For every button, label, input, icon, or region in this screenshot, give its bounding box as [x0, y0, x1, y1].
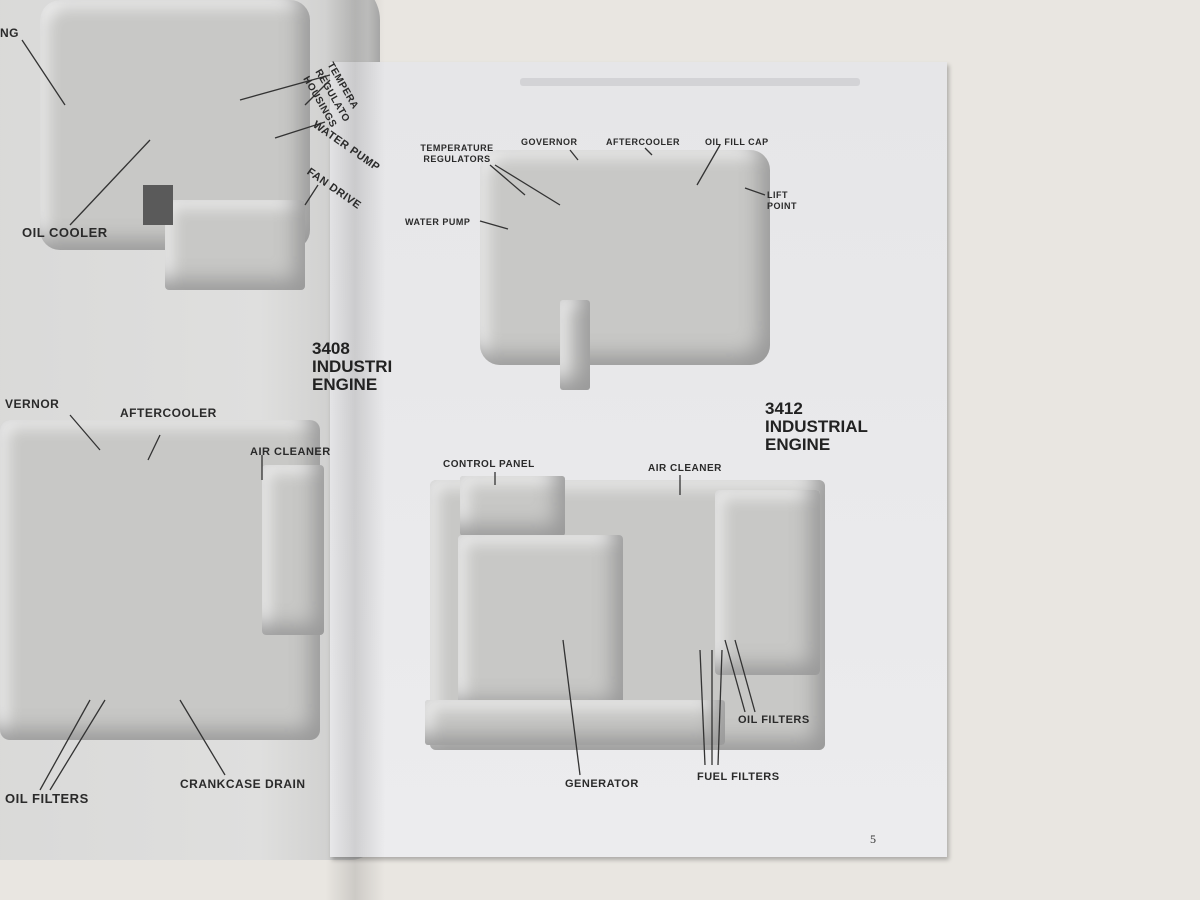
right-engine-bracket — [560, 300, 590, 390]
right-engine-title-engine: ENGINE — [765, 435, 831, 454]
left-engine-title-industrial: INDUSTRI — [312, 357, 393, 376]
label-temperature-regulators: TEMPERATURE REGULATORS — [420, 143, 494, 164]
label-air-cleaner: AIR CLEANER — [648, 463, 722, 474]
right-engine-title-number: 3412 — [765, 399, 803, 418]
label-crankcase-drain: CRANKCASE DRAIN — [180, 777, 306, 791]
label-aftercooler: AFTERCOOLER — [606, 137, 680, 147]
label-aftercooler-left: AFTERCOOLER — [120, 406, 217, 420]
label-partial: NG — [0, 26, 19, 40]
label-water-pump: WATER PUMP — [405, 217, 471, 227]
label-oil-filters: OIL FILTERS — [738, 714, 810, 726]
right-engine-title-industrial: INDUSTRIAL — [765, 417, 868, 436]
label-air-cleaner-left: AIR CLEANER — [250, 446, 331, 458]
label-lift-point: LIFT POINT — [767, 190, 798, 211]
left-air-cleaner — [262, 465, 324, 635]
page-number: 5 — [870, 832, 876, 846]
generator-housing — [458, 535, 623, 710]
label-oil-fill-cap: OIL FILL CAP — [705, 137, 769, 147]
label-governor: GOVERNOR — [521, 137, 578, 147]
left-engine-title-engine: ENGINE — [312, 375, 378, 394]
label-oil-filters-left: OIL FILTERS — [5, 791, 89, 806]
label-oil-cooler: OIL COOLER — [22, 225, 108, 240]
left-engine-title-number: 3408 — [312, 339, 350, 358]
label-governor-left: VERNOR — [5, 397, 60, 411]
label-generator: GENERATOR — [565, 778, 639, 790]
label-fuel-filters: FUEL FILTERS — [697, 771, 780, 783]
radiator — [715, 490, 820, 675]
control-panel-box — [460, 476, 565, 536]
bleed-through-text — [520, 78, 860, 86]
book-gutter — [325, 0, 385, 900]
oil-cooler-plate — [143, 185, 173, 225]
label-control-panel: CONTROL PANEL — [443, 459, 535, 470]
left-engine-bracket — [165, 200, 305, 290]
